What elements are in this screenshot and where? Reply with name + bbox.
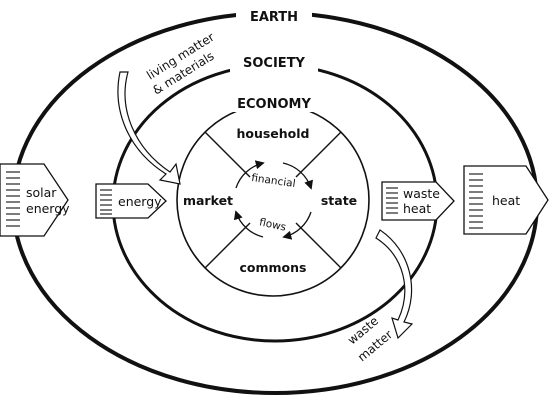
sector-state: state [321, 193, 357, 208]
materials-arrow: living matter & materials [117, 30, 217, 185]
flow-label-flows: flows [258, 216, 287, 233]
solar-label-line1: solar [26, 185, 57, 200]
financial-flow-arrows [233, 160, 313, 240]
heat-arrow: heat [463, 165, 549, 235]
divider-top-left [204, 131, 251, 178]
energy-label: energy [118, 194, 162, 209]
divider-bottom-right [295, 222, 342, 269]
sector-market: market [183, 193, 233, 208]
economy-label: ECONOMY [237, 97, 311, 112]
waste-heat-arrow: waste heat [381, 181, 455, 221]
flow-label-financial: financial [251, 172, 297, 190]
solar-energy-arrow: solar energy [0, 163, 70, 237]
sector-commons: commons [240, 260, 307, 275]
society-label: SOCIETY [243, 56, 306, 71]
sector-household: household [236, 126, 309, 141]
divider-bottom-left [204, 222, 251, 269]
energy-arrow: energy [95, 183, 167, 219]
waste-heat-label-line2: heat [403, 201, 431, 216]
waste-heat-label-line1: waste [403, 186, 440, 201]
divider-top-right [295, 131, 342, 178]
heat-label: heat [492, 193, 520, 208]
solar-label-line2: energy [26, 201, 70, 216]
earth-label: EARTH [250, 10, 298, 25]
